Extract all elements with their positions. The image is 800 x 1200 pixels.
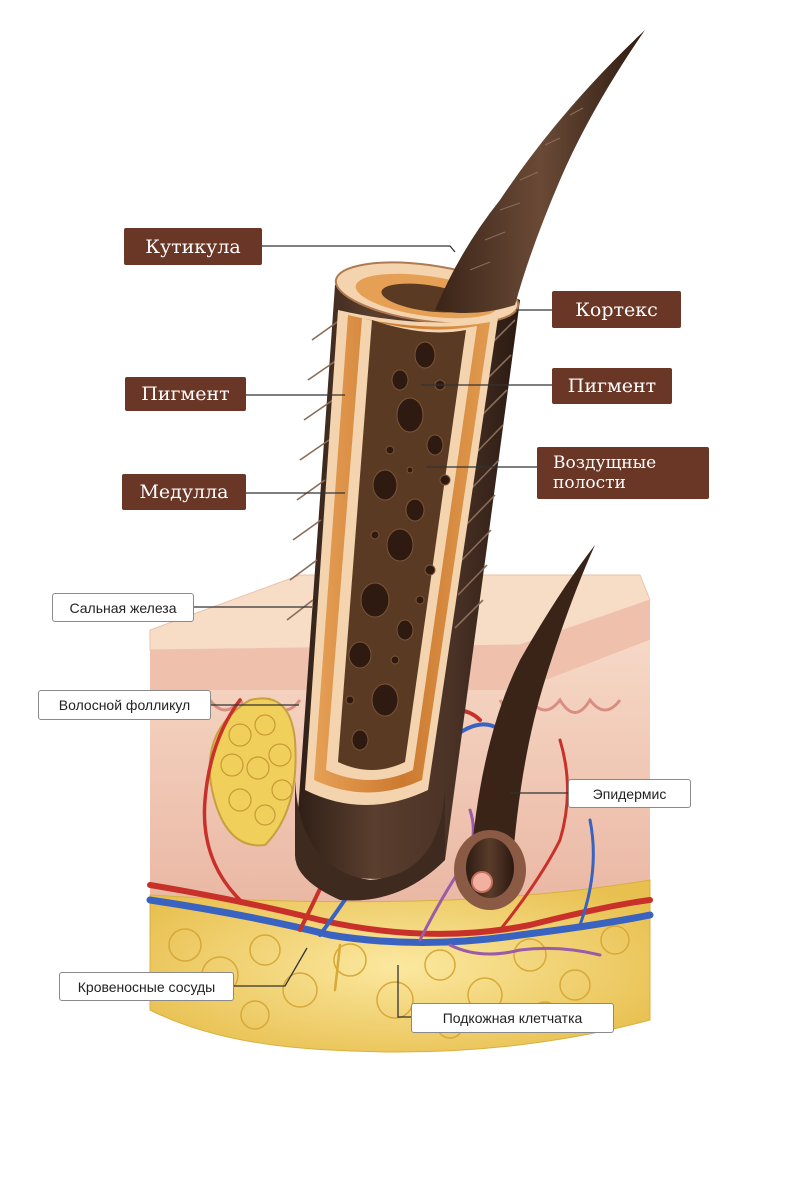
label-medulla: Медулла <box>122 474 246 510</box>
label-cortex: Кортекс <box>552 291 681 328</box>
hair-tip-texture <box>469 107 584 271</box>
label-sebaceous-gland: Сальная железа <box>52 593 194 622</box>
label-subcutaneous-tissue: Подкожная клетчатка <box>411 1003 614 1033</box>
label-cuticle: Кутикула <box>124 228 262 265</box>
follicle-bulb <box>295 780 445 901</box>
label-pigment-left: Пигмент <box>125 377 246 411</box>
label-pigment-right: Пигмент <box>552 368 672 404</box>
label-epidermis: Эпидермис <box>568 779 691 808</box>
label-air-cavities-line2: полости <box>553 473 626 493</box>
label-hair-follicle: Волосной фолликул <box>38 690 211 720</box>
air-cavities <box>345 341 451 751</box>
main-hair-shaft <box>286 261 520 901</box>
hair-tip <box>435 30 645 314</box>
leader-lines <box>194 245 568 1018</box>
label-blood-vessels: Кровеносные сосуды <box>59 972 234 1001</box>
cuticle-scales <box>286 319 516 629</box>
label-air-cavities: Воздущные полости <box>537 447 709 499</box>
small-hair <box>454 545 595 910</box>
label-air-cavities-line1: Воздущные <box>553 453 657 473</box>
